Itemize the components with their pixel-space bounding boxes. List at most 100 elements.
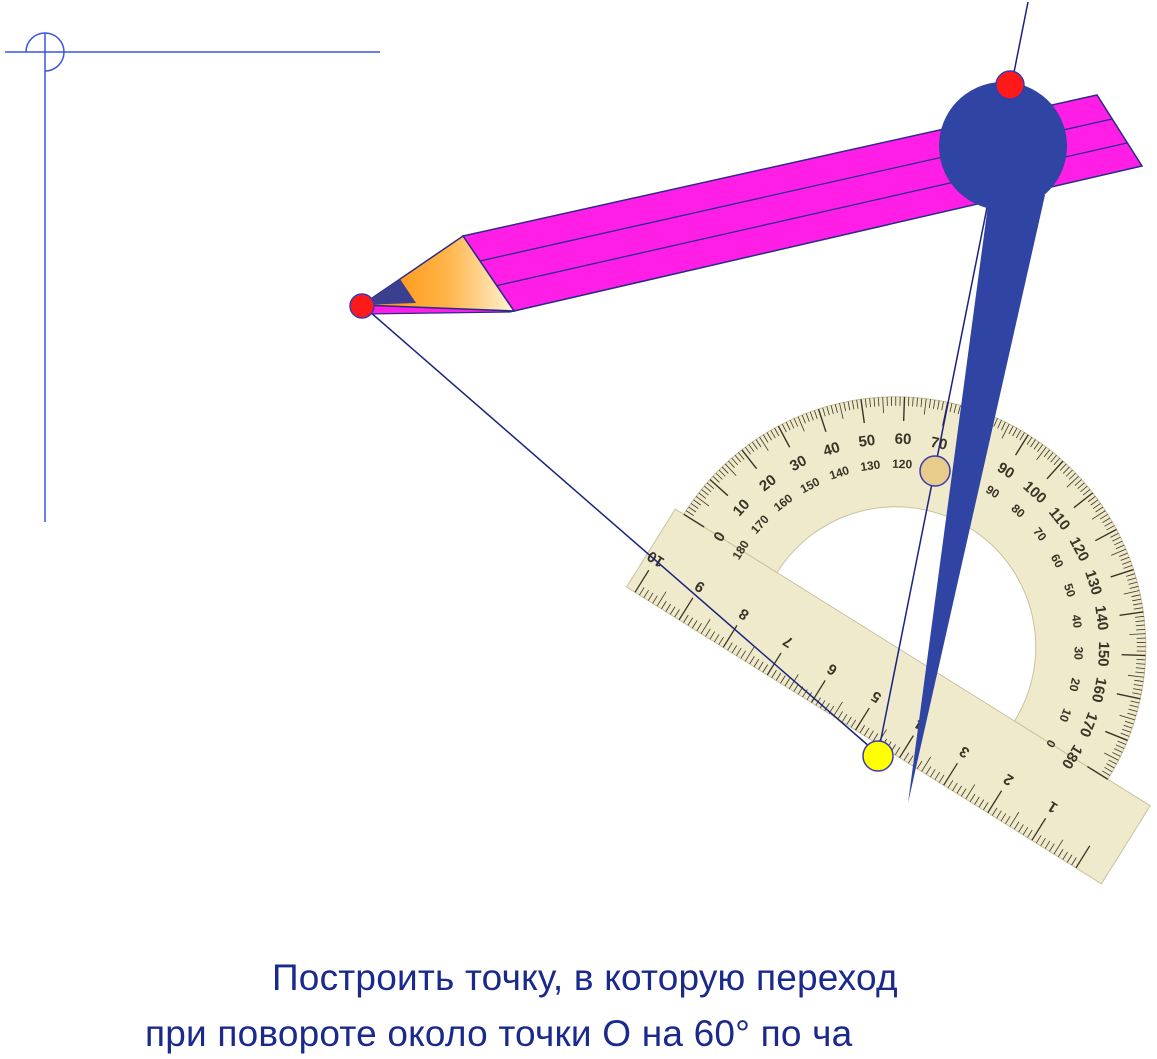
protractor-tick (683, 513, 705, 528)
protractor-tick (1094, 528, 1117, 542)
protractor-tick (1026, 436, 1033, 445)
protractor-tick (993, 418, 998, 427)
protractor-tick (1136, 642, 1146, 643)
protractor-tick (1033, 441, 1040, 450)
protractor-tick (781, 423, 787, 433)
protractor-tick (1123, 565, 1133, 569)
protractor-scale-label: 130 (859, 457, 881, 474)
ruler-tick (1066, 854, 1073, 863)
ruler-tick (771, 669, 777, 678)
ruler-tick (960, 788, 967, 797)
slide-corner-decoration (5, 32, 380, 522)
protractor-tick (997, 420, 1002, 429)
ruler-tick (969, 793, 976, 802)
ruler-tick (841, 713, 848, 723)
protractor-tick (1134, 615, 1144, 618)
protractor-tick (738, 452, 745, 460)
protractor-tick (1106, 525, 1115, 531)
protractor-tick (1136, 628, 1146, 631)
ruler-tick (991, 807, 998, 816)
ruler-tick (740, 650, 746, 659)
protractor-inner-scale: 1801701601501401301201101009080706050403… (729, 457, 1085, 751)
protractor-scale-label: 20 (756, 471, 780, 495)
protractor-tick (801, 414, 806, 424)
protractor-tick (1046, 460, 1064, 480)
protractor-tick (1127, 712, 1137, 717)
protractor-tick (1127, 674, 1144, 678)
protractor-tick (1090, 499, 1099, 506)
ruler-tick (1013, 821, 1020, 830)
protractor-tick (797, 416, 805, 432)
protractor-tick (731, 457, 738, 466)
protractor-tick (759, 436, 769, 451)
protractor-tick (1136, 637, 1146, 639)
ruler-tick (736, 647, 742, 656)
ruler-tick (824, 702, 830, 712)
ruler-tick (850, 719, 857, 728)
protractor-tick (1117, 740, 1127, 745)
ruler-tick (956, 785, 963, 794)
protractor-tick (1122, 728, 1131, 733)
protractor-tick (1135, 671, 1145, 674)
protractor-tick (890, 396, 892, 406)
protractor-scale-label: 50 (1061, 582, 1079, 599)
ruler-tick (669, 606, 676, 615)
protractor-tick (873, 397, 876, 407)
protractor-tick (1012, 427, 1018, 437)
protractor-tick (1036, 446, 1047, 461)
ruler-tick (1071, 857, 1077, 866)
protractor-tick (1116, 693, 1141, 700)
protractor-tick (817, 408, 827, 433)
ruler-tick (793, 683, 799, 692)
protractor-tick (721, 466, 729, 474)
protractor-tick (1120, 556, 1130, 561)
protractor-tick (1135, 624, 1145, 627)
ruler-tick (656, 591, 667, 607)
ruler-tick (784, 678, 791, 687)
protractor-tick (1119, 611, 1144, 617)
ruler-tick (700, 619, 711, 634)
ruler-tick (983, 802, 989, 811)
protractor-tick (685, 510, 694, 516)
protractor-tick (1108, 759, 1117, 765)
protractor-tick (1119, 714, 1135, 721)
ruler-tick (665, 603, 671, 612)
protractor-tick (1095, 506, 1104, 513)
protractor-tick (957, 405, 961, 415)
protractor-tick (1092, 503, 1101, 509)
protractor-tick (805, 413, 810, 422)
ruler-tick (674, 609, 680, 618)
point-a-marker (349, 293, 375, 319)
protractor-tick (1073, 492, 1094, 509)
protractor-tick (886, 396, 888, 406)
protractor-scale-label: 140 (828, 463, 852, 483)
ruler-tick (1022, 826, 1029, 836)
ruler-tick (1040, 837, 1046, 847)
protractor-tick (1132, 598, 1142, 602)
protractor-tick (1136, 650, 1146, 652)
ruler-tick (1009, 811, 1020, 827)
ruler-tick (903, 752, 910, 761)
protractor-tick (718, 469, 726, 477)
ruler-tick (837, 711, 843, 720)
protractor-scale-label: 50 (857, 432, 876, 451)
protractor-tick (1105, 730, 1128, 742)
ruler-tick (687, 617, 694, 626)
ruler-tick (1049, 843, 1055, 852)
protractor-tick (701, 489, 709, 496)
protractor-tick (1014, 434, 1029, 456)
protractor-tick (899, 396, 901, 406)
ruler-tick (1005, 815, 1011, 825)
protractor-tick (1077, 482, 1085, 489)
protractor-tick (748, 444, 755, 453)
ruler-tick (1075, 845, 1091, 869)
protractor-scale-label: 40 (1069, 614, 1085, 629)
pencil-lead (362, 279, 416, 305)
protractor-tick (1066, 475, 1079, 488)
ruler-scale-label: 10 (644, 547, 667, 570)
protractor-tick (1132, 692, 1142, 695)
protractor-tick (1128, 581, 1138, 585)
ruler-tick (854, 707, 870, 731)
protractor-tick (1129, 704, 1139, 708)
protractor-tick (895, 396, 897, 406)
